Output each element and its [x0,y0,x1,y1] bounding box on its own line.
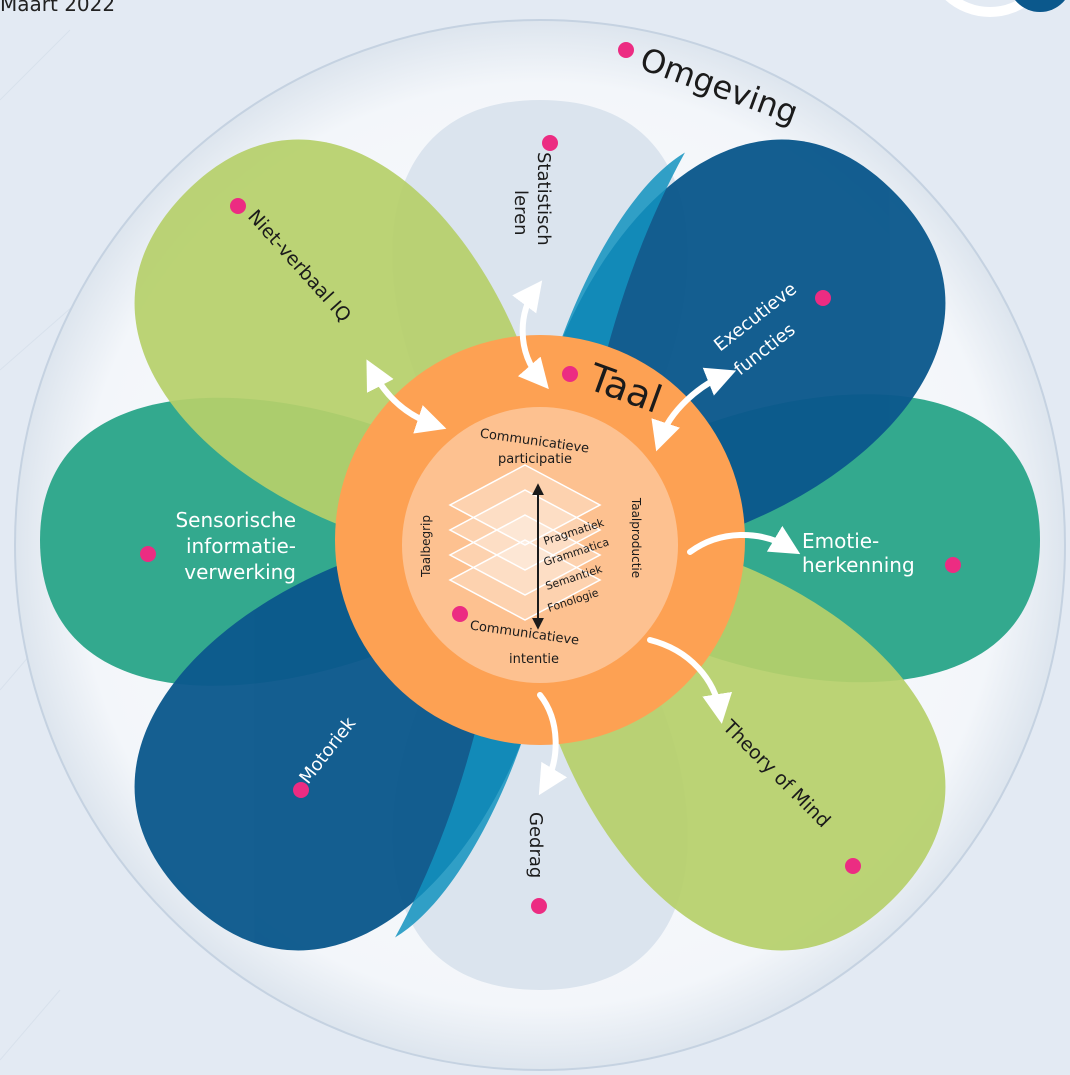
svg-text:Statistisch: Statistisch [533,152,554,246]
marker-dots [140,42,961,914]
svg-text:participatie: participatie [498,452,572,467]
dot-motoriek [293,782,309,798]
logo-fragment [945,0,1065,17]
svg-text:Sensorische: Sensorische [175,508,296,532]
arrow-niet-verbaal-iq [366,359,447,434]
arrows [366,280,801,796]
svg-text:informatie-: informatie- [186,534,296,558]
dot-theory-of-mind [845,858,861,874]
language-layers [448,464,602,621]
label-emotieherkenning: Emotie- herkenning [802,529,915,577]
svg-text:Emotie-: Emotie- [802,529,879,553]
dot-taal [562,366,578,382]
label-statistisch-leren: Statistisch leren [510,152,554,246]
arrow-executieve-functies [651,367,737,452]
dot-emotieherkenning [945,557,961,573]
label-taalbegrip: Taalbegrip [419,515,433,578]
svg-text:leren: leren [510,190,531,236]
dot-niet-verbaal-iq [230,198,246,214]
label-sensorische-informatieverwerking: Sensorische informatie- verwerking [175,508,296,584]
arrow-emotieherkenning [687,525,801,555]
svg-text:intentie: intentie [509,652,559,667]
dot-gedrag [531,898,547,914]
arrow-gedrag [537,692,568,796]
header-date: Maart 2022 [0,0,116,16]
label-gedrag: Gedrag [525,812,546,878]
dot-communicatieve-intentie [452,606,468,622]
dot-omgeving [618,42,634,58]
dot-sensorische-informatieverwerking [140,546,156,562]
dot-executieve-functies [815,290,831,306]
svg-text:herkenning: herkenning [802,553,915,577]
arrow-theory-of-mind [647,637,733,724]
arrow-statistisch-leren [512,280,549,390]
label-taalproductie: Taalproductie [629,497,643,578]
svg-text:verwerking: verwerking [184,560,296,584]
dot-statistisch-leren [542,135,558,151]
